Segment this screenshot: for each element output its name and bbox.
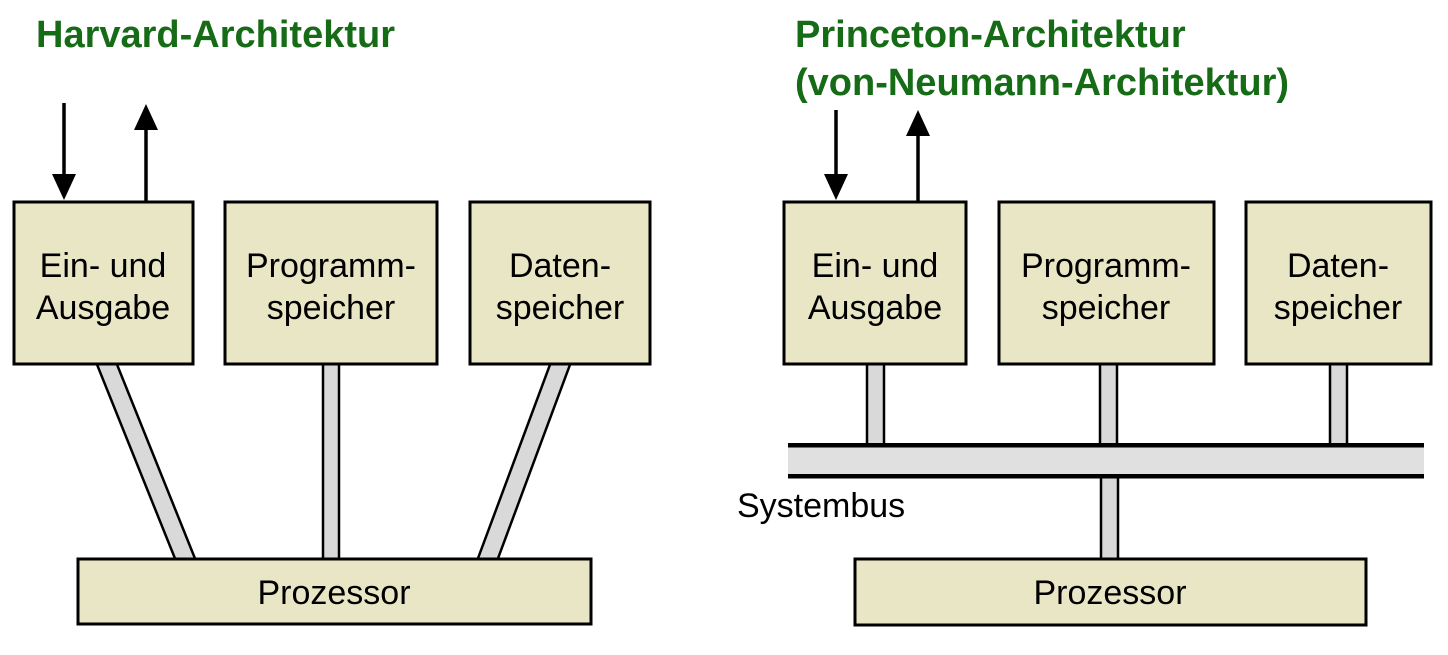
princeton-program-memory-box: Programm- speicher [997,200,1216,366]
harvard-processor-box: Prozessor [76,557,593,626]
program-memory-label-line2: speicher [1042,289,1171,327]
harvard-io-box: Ein- und Ausgabe [12,200,195,366]
output-arrow-head [906,110,930,136]
output-arrow-icon [134,104,158,202]
program-bus-stub [1098,360,1119,449]
program-processor-bus [321,360,341,564]
data-memory-box-rect [468,200,652,366]
system-bus-label: Systembus [737,487,905,525]
output-arrow-head [134,104,158,130]
program-memory-label-line1: Programm- [1021,247,1191,285]
system-bus-band [788,447,1424,475]
io-box-rect [12,200,195,366]
princeton-processor-box: Prozessor [853,557,1368,627]
io-box-label-line2: Ausgabe [808,289,942,327]
data-bus-stub [1328,360,1349,449]
harvard-program-memory-box: Programm- speicher [223,200,439,366]
input-arrow-icon [52,103,76,200]
system-bus-bottom-border [788,474,1424,479]
input-arrow-icon [824,110,848,200]
princeton-data-memory-box: Daten- speicher [1244,200,1433,366]
input-arrow-head [52,174,76,200]
harvard-title: Harvard-Architektur [36,14,395,56]
data-memory-label-line2: speicher [496,289,625,327]
processor-box-rect [853,557,1368,627]
program-memory-label-line2: speicher [267,289,396,327]
princeton-title-line2: (von-Neumann-Architektur) [795,62,1289,104]
io-box-label-line1: Ein- und [40,247,167,285]
princeton-diagram: Princeton-Architektur (von-Neumann-Archi… [737,14,1433,627]
processor-box-rect [76,557,593,626]
program-memory-box-rect [223,200,439,366]
io-box-rect [782,200,968,366]
io-bus-stub [865,360,886,449]
input-arrow-head [824,174,848,200]
princeton-io-box: Ein- und Ausgabe [782,200,968,366]
program-memory-box-rect [997,200,1216,366]
system-bus-top-border [788,443,1424,448]
io-processor-bus [94,360,198,563]
harvard-data-memory-box: Daten- speicher [468,200,652,366]
data-memory-label-line1: Daten- [509,247,611,285]
harvard-diagram: Harvard-Architektur Ein- und Ausgabe [12,14,652,626]
processor-label: Prozessor [257,574,410,612]
system-bus [788,443,1424,479]
data-memory-label-line2: speicher [1274,289,1403,327]
data-memory-box-rect [1244,200,1433,366]
io-box-label-line2: Ausgabe [36,289,170,327]
princeton-title-line1: Princeton-Architektur [795,14,1186,56]
output-arrow-icon [906,110,930,202]
data-processor-bus [475,360,573,563]
processor-label: Prozessor [1033,574,1186,612]
io-box-label-line1: Ein- und [812,247,939,285]
data-memory-label-line1: Daten- [1287,247,1389,285]
program-memory-label-line1: Programm- [246,247,416,285]
